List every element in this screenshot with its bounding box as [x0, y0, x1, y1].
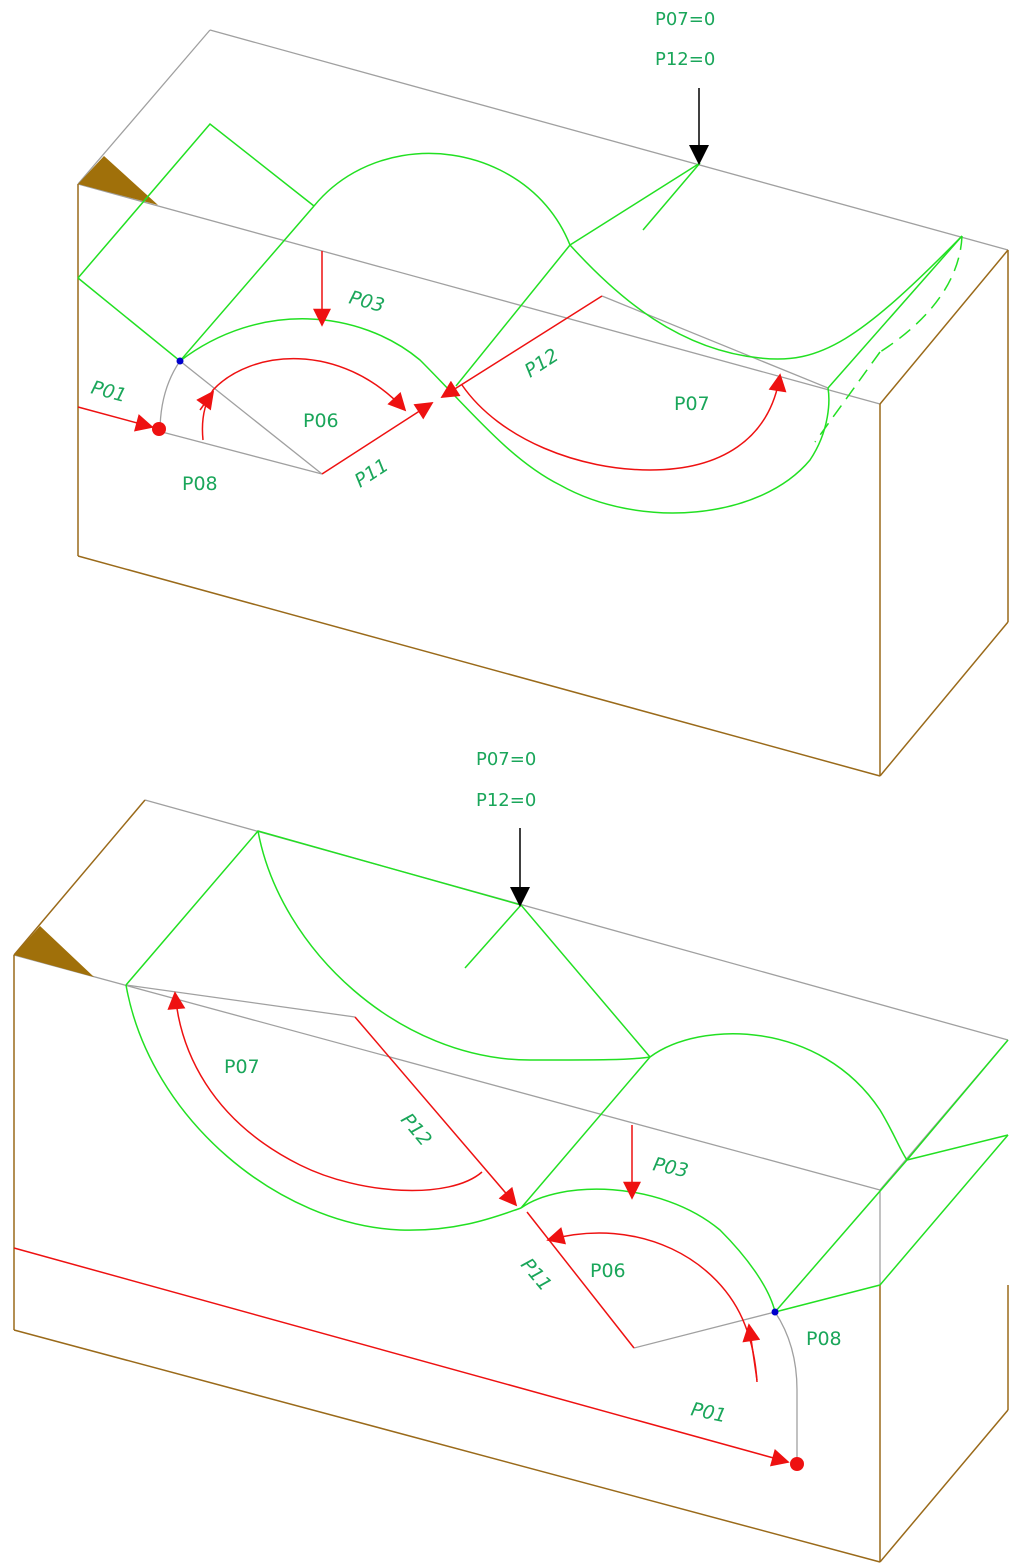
bottom-header-p12: P12=0 — [476, 790, 536, 811]
top-p12-path — [440, 295, 603, 398]
bottom-label-p11: P11 — [516, 1254, 556, 1295]
top-label-p01: P01 — [89, 377, 129, 407]
top-p07-path — [461, 373, 787, 471]
bottom-hidden-edges — [13, 799, 1009, 1458]
top-header-p12: P12=0 — [655, 49, 715, 70]
bottom-label-p07: P07 — [224, 1056, 260, 1078]
bottom-p01-path — [13, 1247, 790, 1467]
top-header-p07: P07=0 — [655, 9, 715, 30]
bottom-toolpath — [13, 991, 804, 1471]
bottom-start-point — [771, 1308, 779, 1316]
bottom-label-p01: P01 — [689, 1398, 728, 1427]
top-label-p12: P12 — [521, 344, 563, 382]
bottom-label-p12: P12 — [396, 1109, 436, 1150]
top-contour — [77, 122, 963, 514]
bottom-contour — [125, 830, 1009, 1313]
top-label-p06: P06 — [303, 410, 339, 432]
top-view: P07=0 P12=0 P01 P03 P06 P07 P08 P11 P12 — [77, 9, 1009, 777]
top-p11-path — [321, 402, 434, 475]
bottom-p01-endpoint — [790, 1457, 804, 1471]
bottom-label-p03: P03 — [651, 1153, 690, 1182]
origin-marker-icon — [78, 156, 158, 205]
top-label-p08: P08 — [182, 473, 218, 495]
bottom-header-p07: P07=0 — [476, 749, 536, 770]
bottom-p11-path — [526, 1211, 635, 1349]
top-box-outline — [77, 184, 1009, 777]
top-label-p11: P11 — [351, 454, 393, 492]
top-p06-path — [201, 358, 407, 441]
bottom-label-p06: P06 — [590, 1260, 626, 1282]
bottom-view: P07=0 P12=0 P01 P03 P06 P07 P08 P11 P12 — [13, 749, 1009, 1563]
top-hidden-edges — [77, 29, 1009, 475]
bottom-p07-path — [167, 991, 483, 1192]
top-toolpath — [77, 251, 787, 475]
top-label-p03: P03 — [347, 287, 387, 317]
bottom-p06-path — [546, 1227, 758, 1383]
bottom-label-p08: P08 — [806, 1328, 842, 1350]
top-p01-endpoint — [152, 422, 166, 436]
top-label-p07: P07 — [674, 393, 710, 415]
bottom-box-outline — [13, 799, 1009, 1563]
top-start-point — [176, 357, 184, 365]
top-p01-path — [77, 406, 154, 432]
bottom-p12-path — [354, 1016, 518, 1207]
origin-marker-icon — [14, 926, 94, 977]
